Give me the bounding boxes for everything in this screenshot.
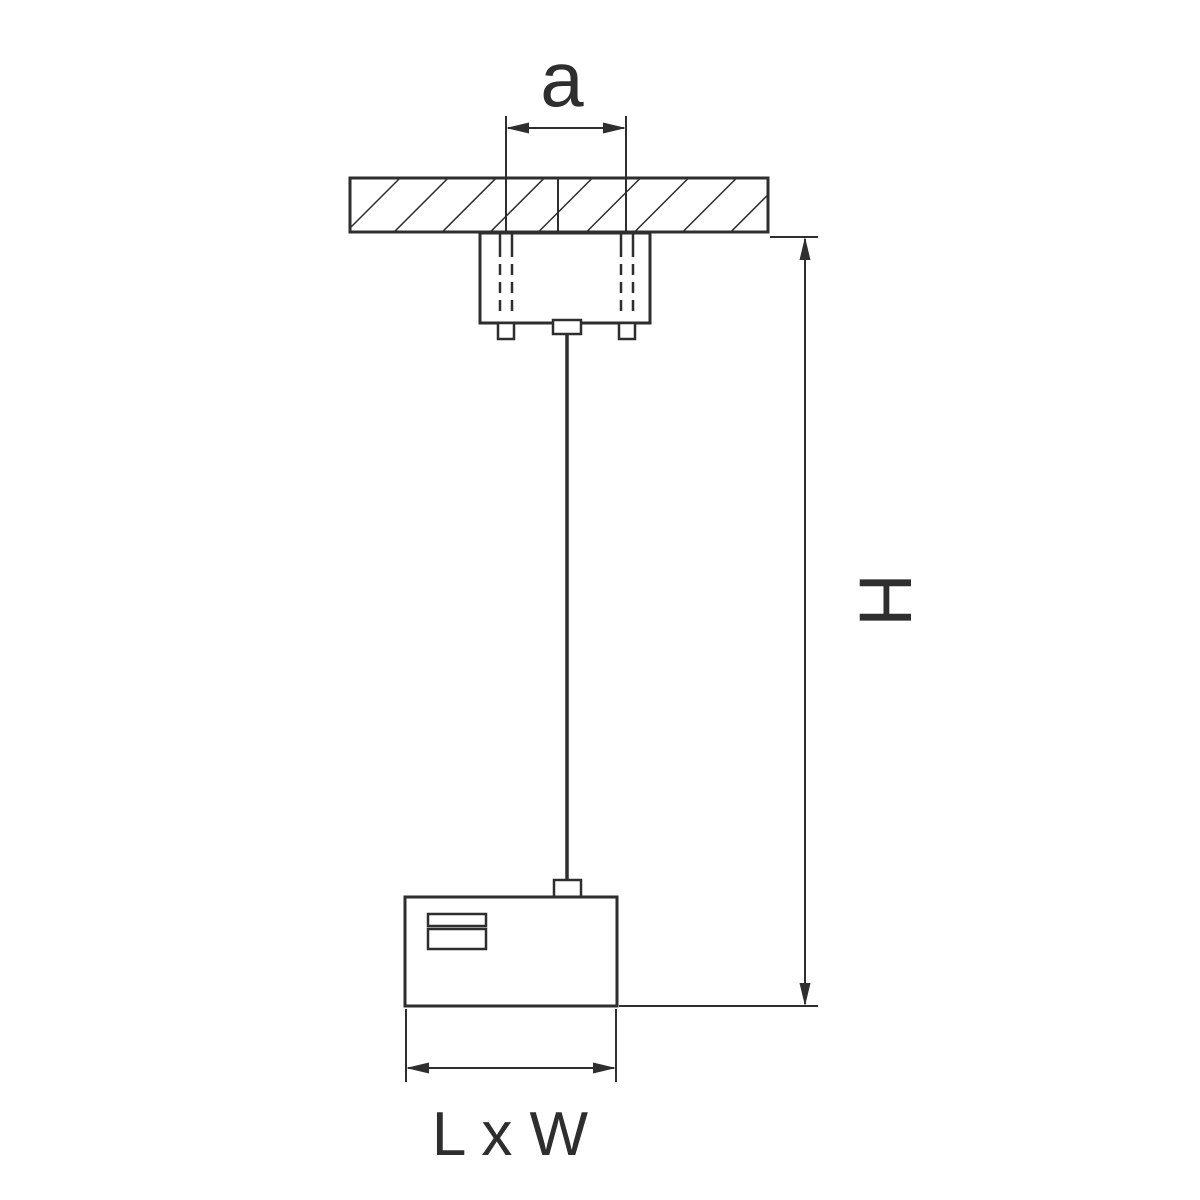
screw-left-tip	[496, 321, 516, 341]
lamp-cable-connector	[552, 878, 583, 900]
arrowhead-a-left	[506, 122, 529, 134]
arrowhead-lxw-left	[406, 1062, 429, 1074]
lamp-label-plate-top	[426, 912, 488, 928]
dimension-h: H	[619, 236, 927, 1007]
mounting-canopy	[478, 231, 652, 341]
arrowhead-h-top	[799, 237, 811, 260]
label-lxw: L x W	[432, 1100, 589, 1169]
screw-right-tip	[617, 321, 637, 341]
lamp-label-plate-bottom	[426, 927, 488, 951]
dimension-lxw: L x W	[405, 1009, 617, 1169]
label-a: a	[540, 35, 584, 123]
arrowhead-lxw-right	[593, 1062, 616, 1074]
ceiling-section	[348, 176, 770, 234]
dimension-a: a	[505, 35, 627, 240]
arrowhead-h-bottom	[799, 983, 811, 1006]
canopy-body	[478, 231, 652, 325]
label-h: H	[844, 573, 927, 626]
cable-grip	[551, 318, 583, 336]
arrowhead-a-right	[603, 122, 626, 134]
lamp-body	[403, 878, 619, 1008]
